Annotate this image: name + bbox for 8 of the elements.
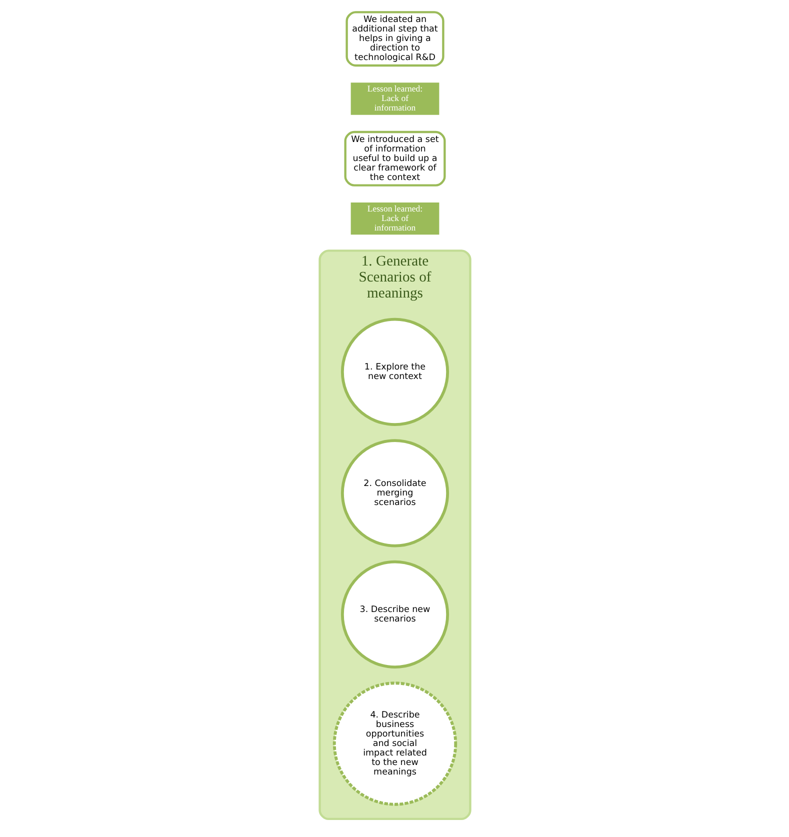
- node-circle: 3. Describe new scenarios: [340, 560, 449, 668]
- node-circle: 1. Explore the new context: [340, 318, 449, 426]
- node-box: Lesson learned: Lack of information: [348, 200, 441, 237]
- node-box: We introduced a set of information useful to build up a clear framework of the context: [344, 130, 446, 186]
- node-box: Lesson learned: Lack of information: [348, 80, 441, 117]
- node-box: We ideated an additional step that helps in giving a direction to technological R&D: [345, 11, 444, 67]
- node-circle: 2. Consolidate merging scenarios: [340, 439, 449, 548]
- node-circle: 4. Describe business opportunities and social impact related to the new meanings: [332, 682, 457, 806]
